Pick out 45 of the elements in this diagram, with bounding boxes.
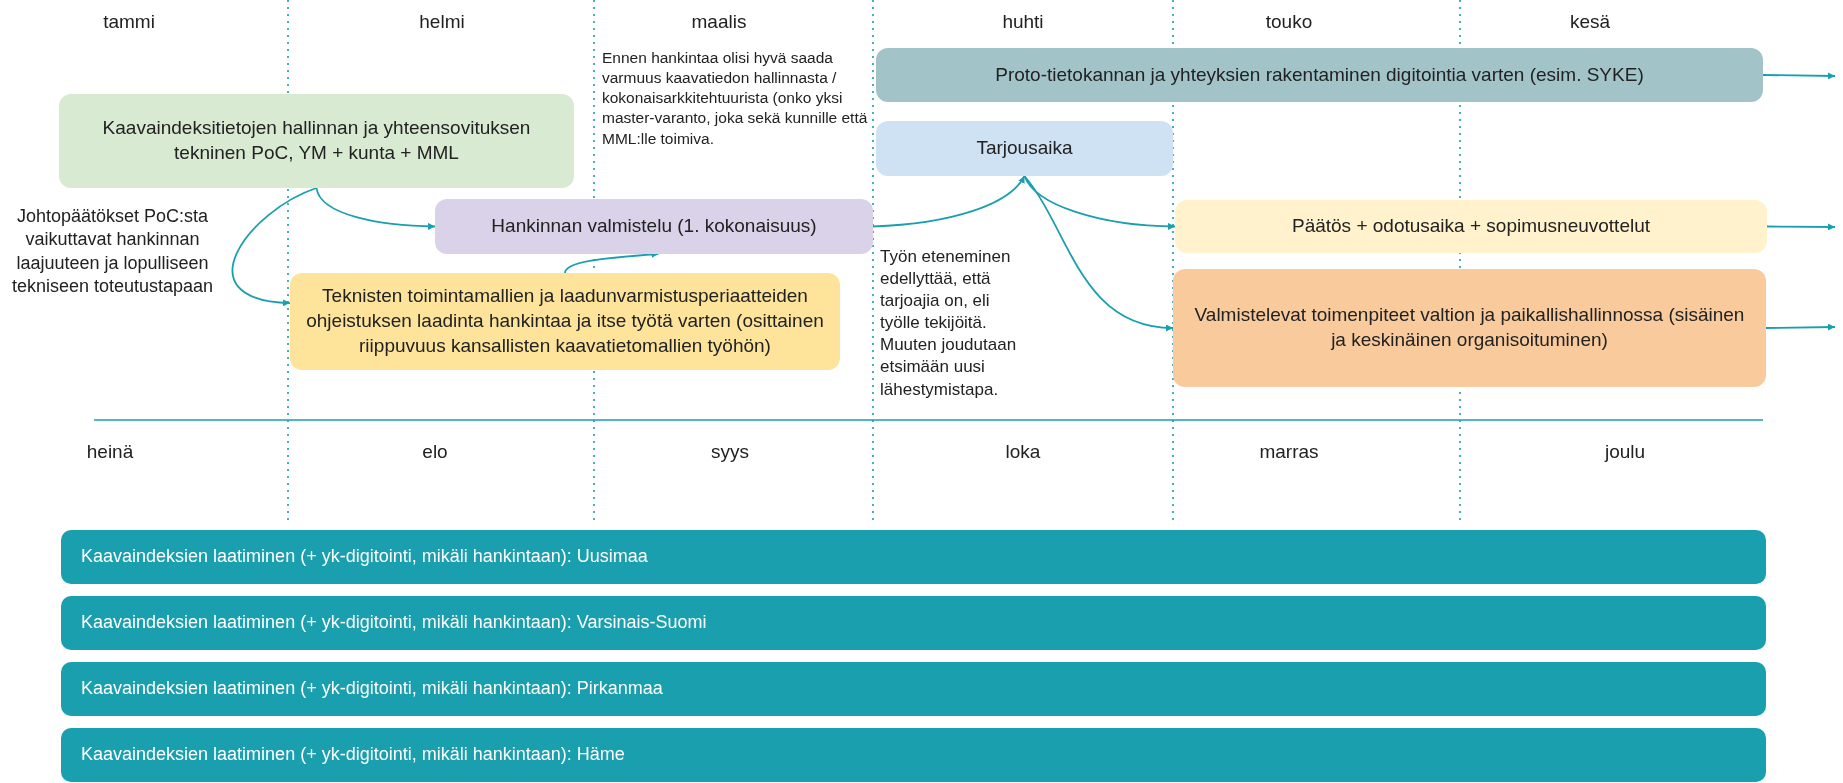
month-label: loka — [1004, 440, 1042, 464]
arrow — [872, 175, 1026, 228]
task-box — [1173, 269, 1766, 387]
task-label: Kaavaindeksien laatiminen (+ yk-digitointi, mikäli hankintaan): Häme — [81, 743, 625, 767]
month-label: heinä — [85, 440, 135, 464]
task-label: Kaavaindeksien laatiminen (+ yk-digitointi, mikäli hankintaan): Varsinais-Suomi — [81, 611, 707, 635]
task-bar — [61, 662, 1766, 716]
month-label: elo — [421, 440, 449, 464]
arrow — [232, 187, 318, 306]
arrow — [1023, 175, 1174, 331]
month-label: tammi — [102, 10, 156, 34]
note-text: Ennen hankintaa olisi hyvä saada varmuus kaavatiedon hallinnasta / kokonaisarkkitehtuurista (onko yksi master-varanto, joka sekä kunnille että MML:lle toimiva. — [602, 48, 869, 149]
task-bar — [61, 530, 1766, 584]
arrow — [1766, 223, 1836, 231]
task-bar — [61, 596, 1766, 650]
task-label: Kaavaindeksien laatiminen (+ yk-digitointi, mikäli hankintaan): Pirkanmaa — [81, 677, 663, 701]
task-label: Päätös + odotusaika + sopimusneuvottelut — [1291, 214, 1651, 239]
month-label: syys — [710, 440, 750, 464]
task-box — [1175, 200, 1767, 253]
task-bar — [61, 728, 1766, 782]
task-label: Tarjousaika — [976, 136, 1073, 161]
arrow — [564, 251, 660, 274]
note-text: Työn eteneminen edellyttää, että tarjoajia on, eli työlle tekijöitä. Muuten joudutaan etsimään uusi lähestymistapa. — [880, 246, 1018, 401]
arrow — [1023, 175, 1176, 230]
month-label: marras — [1258, 440, 1320, 464]
task-label: Teknisten toimintamallien ja laadunvarmistusperiaatteiden ohjeistuksen laadinta hankintaa ja itse työtä varten (osittainen riippuvuus kansallisten kaavatietomallien työhön) — [305, 284, 825, 358]
task-box — [435, 199, 873, 254]
month-label: helmi — [418, 10, 466, 34]
task-label: Kaavaindeksien laatiminen (+ yk-digitointi, mikäli hankintaan): Uusimaa — [81, 545, 648, 569]
task-box — [876, 48, 1763, 102]
month-label: joulu — [1603, 440, 1647, 464]
task-label: Valmistelevat toimenpiteet valtion ja paikallishallinnossa (sisäinen ja keskinäinen organisoituminen) — [1193, 303, 1746, 352]
month-label: huhti — [1001, 10, 1045, 34]
task-label: Proto-tietokannan ja yhteyksien rakentaminen digitointia varten (esim. SYKE) — [995, 62, 1644, 87]
task-label: Kaavaindeksitietojen hallinnan ja yhteensovituksen tekninen PoC, YM + kunta + MML — [101, 116, 532, 165]
task-label: Hankinnan valmistelu (1. kokonaisuus) — [491, 214, 817, 239]
month-label: kesä — [1568, 10, 1612, 34]
task-box — [59, 94, 574, 188]
arrow — [315, 187, 436, 230]
arrow — [1765, 323, 1836, 331]
month-label: maalis — [690, 10, 748, 34]
task-box — [290, 273, 840, 370]
task-box — [876, 121, 1173, 176]
arrow — [1762, 72, 1836, 80]
month-label: touko — [1264, 10, 1314, 34]
